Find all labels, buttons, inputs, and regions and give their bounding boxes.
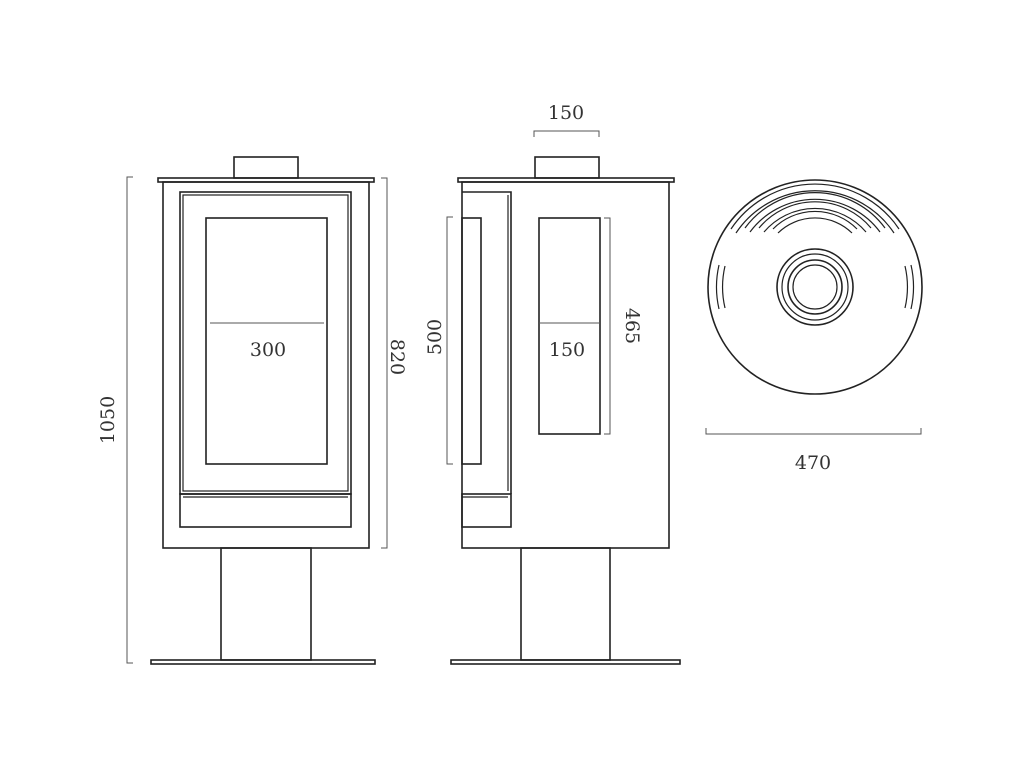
side-glass-width-label: 150 xyxy=(549,339,585,361)
top-diameter-bracket xyxy=(705,428,922,435)
top-view: 470 xyxy=(705,179,923,474)
top-right-slot-inner xyxy=(904,265,909,309)
side-flue-collar xyxy=(534,156,600,179)
side-view: 150 500 465 150 xyxy=(424,102,681,665)
vent-slot-4-inner xyxy=(777,217,853,234)
side-body xyxy=(461,181,670,549)
side-glass xyxy=(538,217,601,435)
top-flue-ring-mid xyxy=(781,253,849,321)
front-glass xyxy=(205,217,328,465)
top-flue-opening xyxy=(792,264,838,310)
front-view: 1050 820 300 xyxy=(97,156,408,665)
front-glass-width-label: 300 xyxy=(250,339,286,361)
side-flue-width-bracket xyxy=(533,130,600,137)
top-left-slot-outer xyxy=(715,264,720,310)
front-overall-height-bracket xyxy=(126,176,133,664)
front-door-inner-edge xyxy=(182,194,349,492)
top-diameter-label: 470 xyxy=(795,452,831,474)
top-right-slot-outer xyxy=(910,264,915,310)
vent-slot-2-inner xyxy=(749,198,881,233)
side-glass-height-label: 465 xyxy=(621,308,643,344)
side-ash-drawer xyxy=(461,493,512,528)
side-base-plate xyxy=(450,659,681,665)
top-left-slot-inner xyxy=(721,265,726,309)
side-door-profile xyxy=(462,191,512,494)
vent-slot-1 xyxy=(730,183,900,230)
side-pedestal xyxy=(520,547,611,661)
front-body xyxy=(162,181,370,549)
vent-slot-2 xyxy=(744,192,886,229)
top-flue-ring-inner xyxy=(787,259,843,315)
vent-slot-3-inner xyxy=(763,207,867,233)
top-flue-ring-outer xyxy=(776,248,854,326)
front-ash-drawer xyxy=(179,493,352,528)
front-flue-collar xyxy=(233,156,299,179)
front-base-plate xyxy=(150,659,376,665)
side-flue-width-label: 150 xyxy=(548,102,584,124)
top-outline xyxy=(707,179,923,395)
front-body-height-bracket xyxy=(381,177,388,549)
side-door-glass-edge xyxy=(461,217,482,465)
side-door-height-label: 500 xyxy=(424,319,446,355)
vent-slot-1-inner xyxy=(735,190,895,234)
front-pedestal xyxy=(220,547,312,661)
vent-slot-3 xyxy=(758,201,872,229)
vent-slot-4 xyxy=(772,210,858,230)
front-body-height-label: 820 xyxy=(386,339,408,375)
side-door-height-bracket xyxy=(446,216,453,465)
top-vent-slots xyxy=(730,183,900,234)
side-glass-height-bracket xyxy=(604,217,611,435)
front-overall-height-label: 1050 xyxy=(97,396,119,444)
